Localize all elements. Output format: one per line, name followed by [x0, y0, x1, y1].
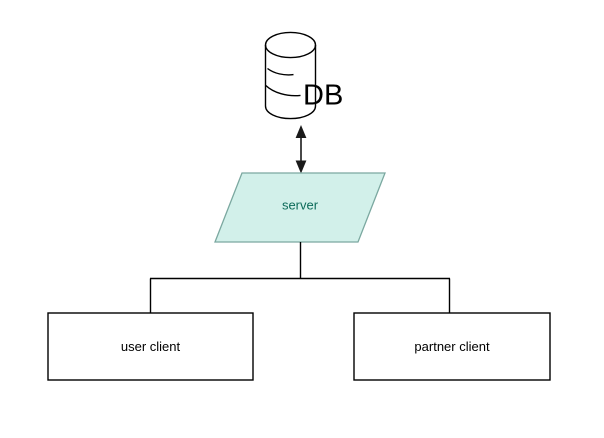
edge-server-clients[interactable] — [149, 242, 451, 313]
database-top-ellipse-icon — [264, 31, 317, 59]
database-band-arc-upper — [267, 67, 294, 76]
server-parallelogram-shape — [214, 172, 386, 243]
user-client-node[interactable]: user client — [47, 312, 254, 381]
partner-client-box-shape — [353, 312, 551, 381]
partner-client-label: partner client — [414, 339, 490, 354]
db-label: DB — [303, 80, 343, 112]
edge-db-server[interactable] — [295, 125, 307, 174]
db-server-arrowhead-down — [295, 160, 307, 174]
db-node[interactable]: DB — [264, 31, 344, 120]
db-server-arrowhead-up — [295, 125, 307, 138]
user-client-label: user client — [121, 339, 181, 354]
database-icon — [264, 45, 317, 120]
server-node[interactable]: server — [214, 172, 386, 243]
server-label: server — [282, 197, 319, 212]
user-client-box-shape — [47, 312, 254, 381]
partner-client-node[interactable]: partner client — [353, 312, 551, 381]
database-band-arc-lower — [265, 84, 301, 97]
